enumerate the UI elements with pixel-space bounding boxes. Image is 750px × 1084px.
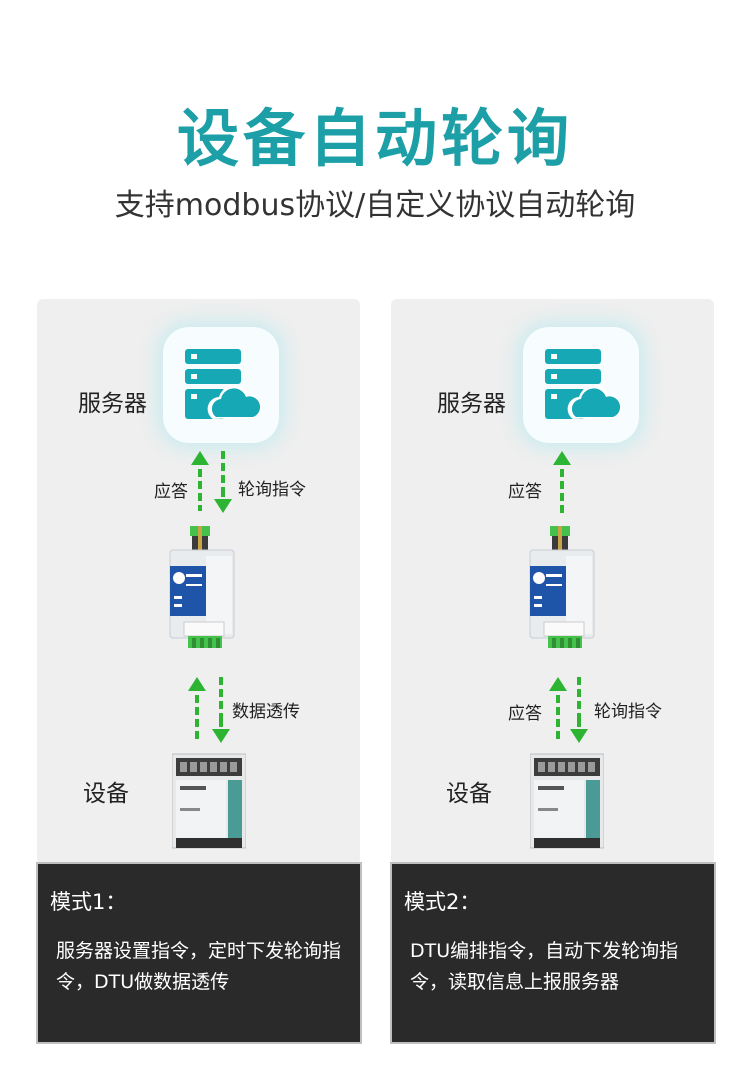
mode2-upper-up-label: 应答 xyxy=(508,482,542,502)
mode1-server-cloud-icon xyxy=(163,327,279,443)
mode2-device-label: 设备 xyxy=(446,781,492,807)
mode1-plc-device-icon xyxy=(172,753,246,849)
mode2-server-cloud-icon xyxy=(523,327,639,443)
mode1-title: 模式1： xyxy=(50,890,127,914)
mode1-upper-up-arrow-icon xyxy=(191,451,209,511)
mode2-description: DTU编排指令，自动下发轮询指令，读取信息上报服务器 xyxy=(410,940,679,993)
mode1-lower-down-arrow-icon xyxy=(212,677,230,743)
mode1-description: 服务器设置指令，定时下发轮询指令，DTU做数据透传 xyxy=(56,940,342,993)
mode1-upper-down-label: 轮询指令 xyxy=(238,480,306,500)
mode2-lower-down-label: 轮询指令 xyxy=(594,702,662,722)
mode2-title: 模式2： xyxy=(404,890,481,914)
mode1-device-label: 设备 xyxy=(83,781,129,807)
mode1-lower-label: 数据透传 xyxy=(232,702,300,722)
mode2-dtu-device-icon xyxy=(529,526,595,648)
mode1-footer: 模式1： 服务器设置指令，定时下发轮询指令，DTU做数据透传 xyxy=(36,862,362,1044)
mode2-server-label: 服务器 xyxy=(437,391,506,417)
page-title: 设备自动轮询 xyxy=(176,102,573,175)
mode1-upper-up-label: 应答 xyxy=(154,482,188,502)
mode1-lower-up-arrow-icon xyxy=(188,677,206,739)
mode2-plc-device-icon xyxy=(530,753,604,849)
mode2-upper-up-arrow-icon xyxy=(553,451,571,513)
mode2-lower-up-label: 应答 xyxy=(508,704,542,724)
mode2-lower-down-arrow-icon xyxy=(570,677,588,743)
mode1-upper-down-arrow-icon xyxy=(214,451,232,513)
page-subtitle: 支持modbus协议/自定义协议自动轮询 xyxy=(114,188,636,223)
mode2-lower-up-arrow-icon xyxy=(549,677,567,739)
mode1-server-label: 服务器 xyxy=(78,391,147,417)
mode2-footer: 模式2： DTU编排指令，自动下发轮询指令，读取信息上报服务器 xyxy=(390,862,716,1044)
mode1-dtu-device-icon xyxy=(169,526,235,648)
